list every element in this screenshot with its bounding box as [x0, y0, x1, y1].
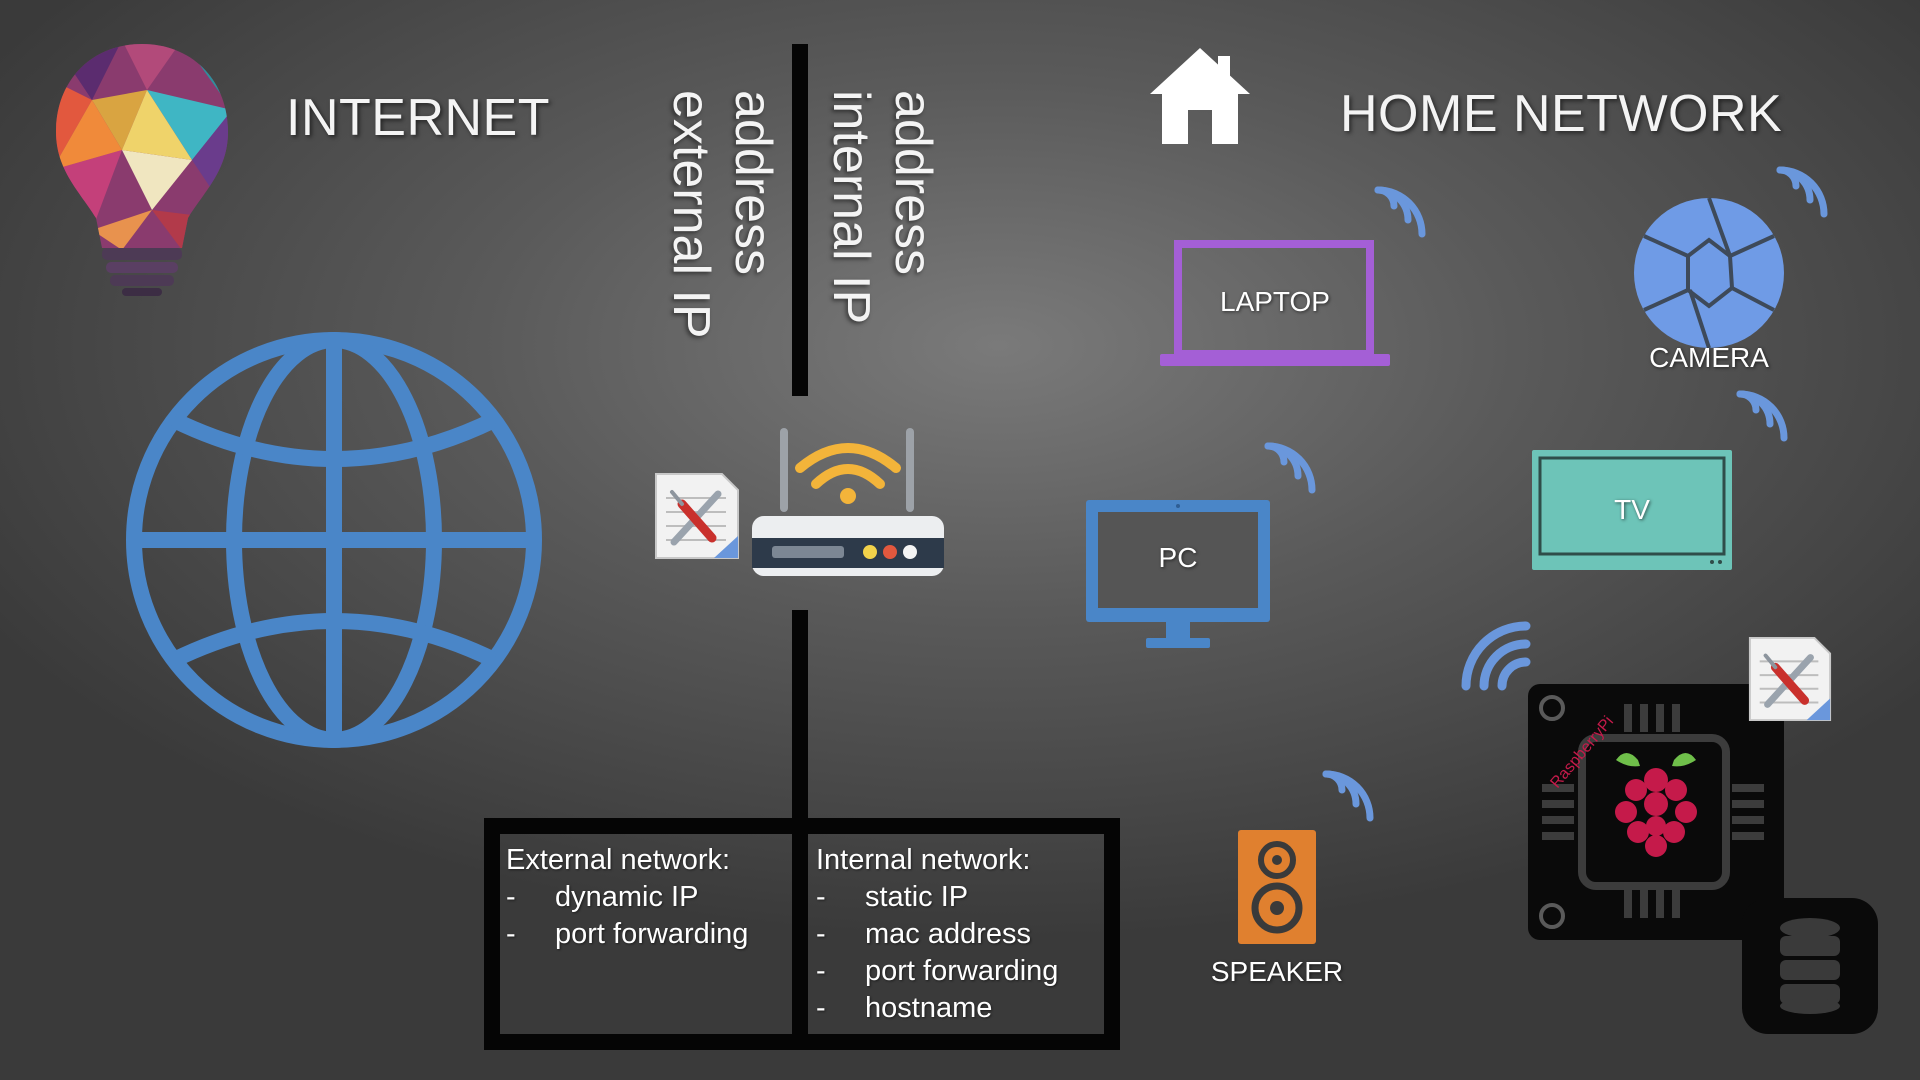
pc-label: PC	[1158, 542, 1198, 573]
wifi-icon	[1458, 618, 1532, 692]
globe-icon	[122, 328, 546, 752]
monitor-icon	[1084, 498, 1272, 650]
camera-aperture-icon	[1632, 196, 1786, 350]
internal-ip-label: address internal IP	[820, 90, 944, 324]
wifi-icon	[1774, 164, 1830, 220]
database-icon	[1742, 898, 1878, 1034]
wifi-icon	[1320, 768, 1376, 824]
list-item: -port forwarding	[816, 955, 1059, 987]
laptop-icon	[1158, 240, 1392, 370]
settings-tool-icon	[652, 468, 742, 564]
internal-ip-line1: internal IP	[822, 90, 880, 325]
external-network-title: External network:	[506, 844, 731, 876]
external-ip-line1: external IP	[662, 90, 720, 339]
list-item: -static IP	[816, 881, 969, 913]
info-box-divider	[792, 818, 808, 1050]
lightbulb-icon	[52, 40, 232, 300]
wifi-icon	[1262, 440, 1318, 496]
bottom-divider-line	[792, 610, 808, 822]
camera-label: CAMERA	[1649, 342, 1769, 373]
router-icon	[748, 424, 948, 580]
speaker-icon	[1236, 828, 1318, 946]
house-icon	[1146, 44, 1254, 146]
tv-icon	[1530, 448, 1734, 572]
speaker-label: SPEAKER	[1210, 956, 1344, 987]
list-item: -dynamic IP	[506, 881, 699, 913]
raspberry-pi-chip-icon: RaspberryPi	[1528, 684, 1784, 940]
external-network-panel: External network: -dynamic IP -port forw…	[506, 842, 748, 953]
laptop-label: LAPTOP	[1220, 286, 1330, 317]
tv-label: TV	[1614, 494, 1650, 525]
external-ip-line2: address	[724, 90, 782, 275]
wifi-icon	[1372, 184, 1428, 240]
list-item: -mac address	[816, 918, 1032, 950]
internal-network-title: Internal network:	[816, 844, 1031, 876]
home-network-heading: HOME NETWORK	[1340, 85, 1783, 143]
settings-tool-icon	[1746, 632, 1834, 726]
list-item: -port forwarding	[506, 918, 749, 950]
internet-heading: INTERNET	[286, 89, 550, 147]
internal-network-panel: Internal network: -static IP -mac addres…	[816, 842, 1058, 1027]
list-item: -hostname	[816, 992, 993, 1024]
wifi-icon	[1734, 388, 1790, 444]
top-divider-line	[792, 44, 808, 396]
external-ip-label: address external IP	[660, 90, 784, 339]
internal-ip-line2: address	[884, 90, 942, 275]
